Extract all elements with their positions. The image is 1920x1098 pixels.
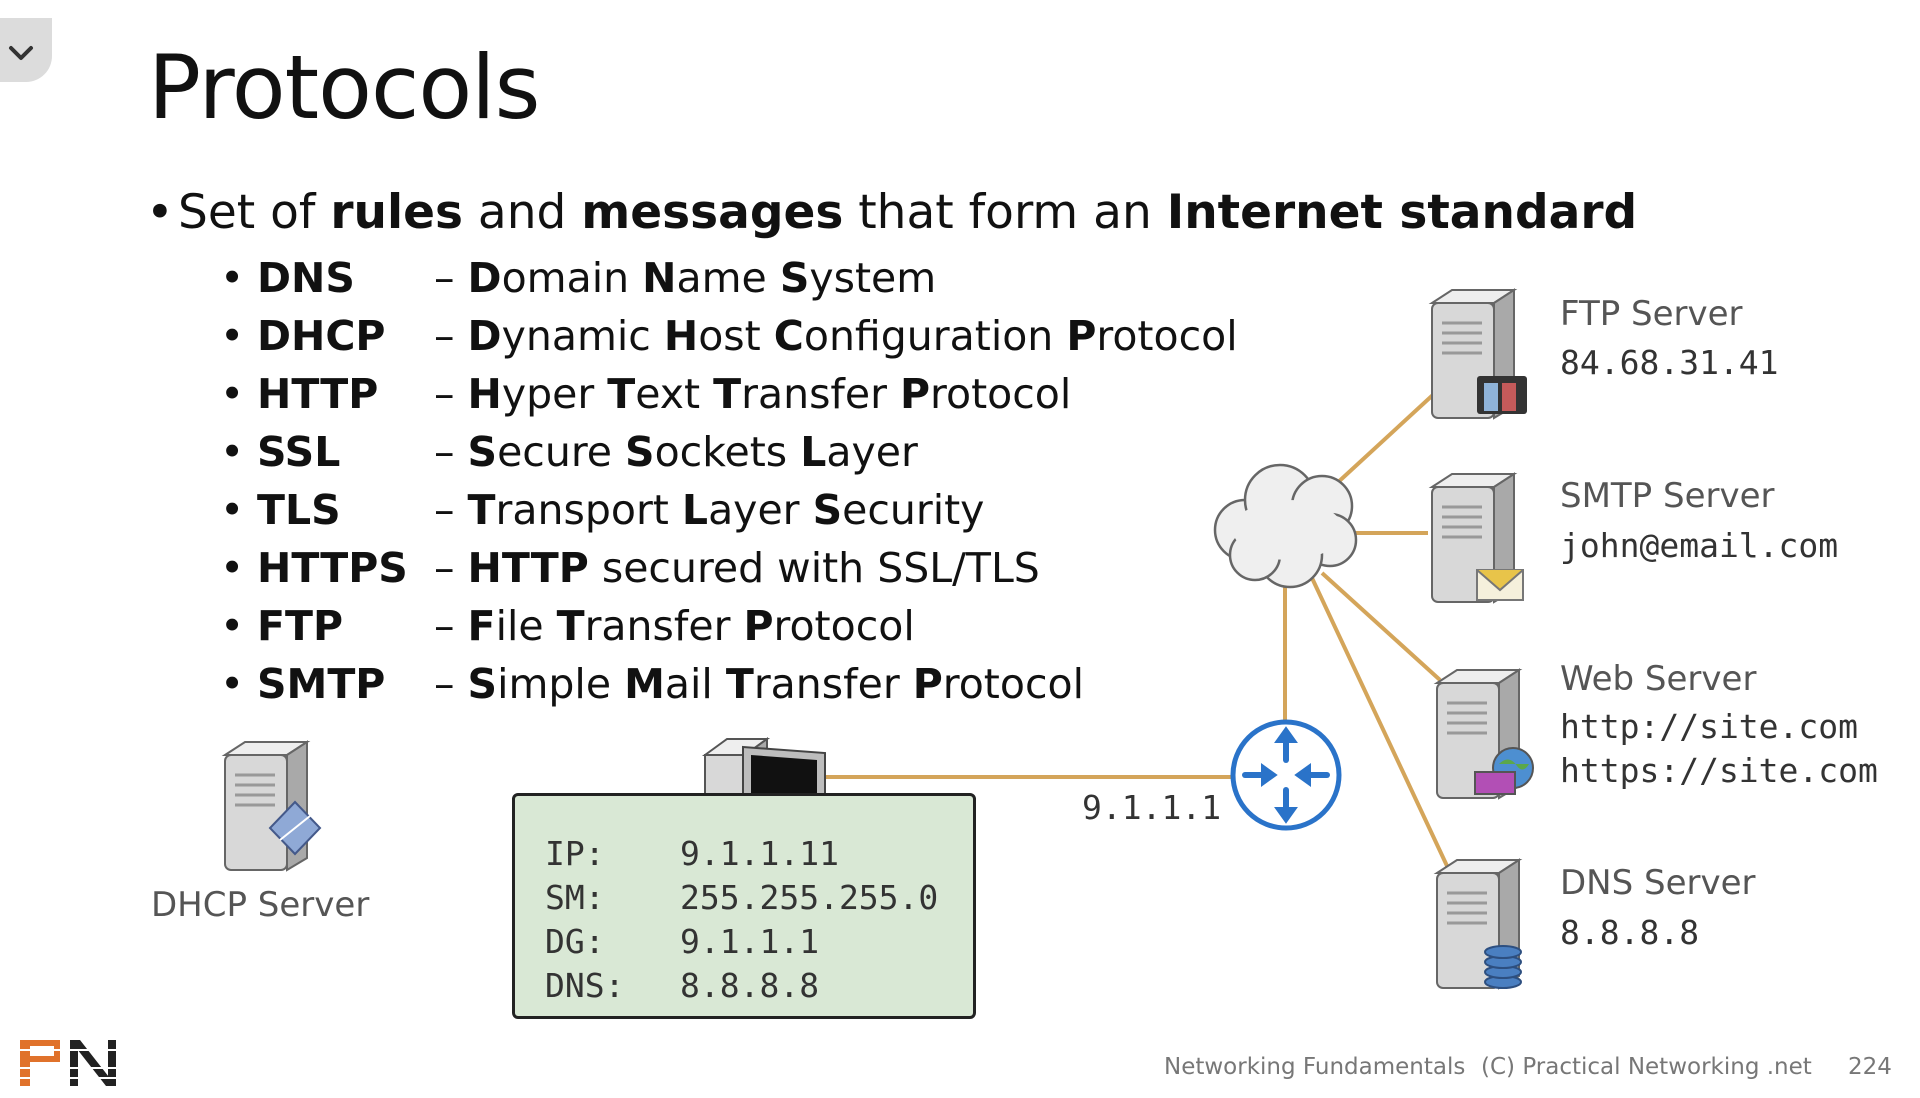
router-icon bbox=[1230, 719, 1342, 831]
bullet: • bbox=[220, 254, 245, 302]
footer-course-name: Networking Fundamentals bbox=[1164, 1054, 1466, 1080]
dhcp-server-icon bbox=[221, 740, 322, 872]
dhcp-server-label: DHCP Server bbox=[151, 885, 370, 925]
bullet: • bbox=[220, 312, 245, 360]
protocol-description: – Domain Name System bbox=[434, 254, 937, 302]
protocol-abbreviation: HTTP bbox=[257, 370, 379, 418]
protocol-abbreviation: FTP bbox=[257, 602, 344, 650]
protocol-abbreviation: HTTPS bbox=[257, 544, 408, 592]
smtp-server-label: SMTP Server bbox=[1560, 476, 1775, 516]
protocol-description: – Secure Sockets Layer bbox=[434, 428, 918, 476]
web-server-icon bbox=[1433, 668, 1534, 800]
dns-server-ip: 8.8.8.8 bbox=[1560, 913, 1700, 952]
protocol-abbreviation: DHCP bbox=[257, 312, 386, 360]
bullet: • bbox=[220, 428, 245, 476]
bullet: • bbox=[220, 544, 245, 592]
web-server-https-url: https://site.com bbox=[1560, 751, 1878, 790]
protocol-description: – File Transfer Protocol bbox=[434, 602, 915, 650]
link-cloud-ftp bbox=[1333, 391, 1437, 487]
bullet: • bbox=[220, 486, 245, 534]
protocol-description: – HTTP secured with SSL/TLS bbox=[434, 544, 1040, 592]
protocol-description: – Transport Layer Security bbox=[434, 486, 985, 534]
link-cloud-web bbox=[1320, 571, 1442, 682]
bullet: • bbox=[220, 602, 245, 650]
protocol-abbreviation: TLS bbox=[257, 486, 341, 534]
ftp-server-icon bbox=[1428, 288, 1527, 420]
host-config-box: IP:9.1.1.11 SM:255.255.255.0 DG:9.1.1.1 … bbox=[512, 793, 976, 1019]
lead-bullet: •Set of rules and messages that form an … bbox=[146, 185, 1638, 240]
protocol-abbreviation: DNS bbox=[257, 254, 355, 302]
practical-networking-logo bbox=[20, 1040, 116, 1086]
ftp-server-ip: 84.68.31.41 bbox=[1560, 343, 1779, 382]
smtp-server-address: john@email.com bbox=[1560, 526, 1839, 565]
dns-server-icon bbox=[1433, 858, 1523, 990]
router-ip-label: 9.1.1.1 bbox=[1082, 788, 1222, 827]
web-server-http-url: http://site.com bbox=[1560, 707, 1859, 746]
slide-title: Protocols bbox=[148, 36, 540, 139]
dns-server-label: DNS Server bbox=[1560, 863, 1756, 903]
protocol-abbreviation: SMTP bbox=[257, 660, 386, 708]
slide-page-number: 224 bbox=[1848, 1054, 1892, 1080]
mail-server-icon bbox=[1428, 472, 1524, 604]
bullet: • bbox=[220, 660, 245, 708]
link-cloud-dns bbox=[1310, 577, 1450, 869]
network-links bbox=[820, 391, 1450, 869]
slide-menu-toggle[interactable] bbox=[0, 18, 52, 82]
chevron-down-icon bbox=[9, 46, 33, 60]
protocol-description: – Hyper Text Transfer Protocol bbox=[434, 370, 1072, 418]
protocol-description: – Dynamic Host Configuration Protocol bbox=[434, 312, 1238, 360]
ftp-server-label: FTP Server bbox=[1560, 294, 1743, 334]
bullet: • bbox=[146, 185, 174, 240]
web-server-label: Web Server bbox=[1560, 659, 1757, 699]
footer-copyright: (C) Practical Networking .net bbox=[1481, 1054, 1812, 1080]
protocol-abbreviation: SSL bbox=[257, 428, 341, 476]
internet-cloud-icon bbox=[1213, 463, 1358, 589]
bullet: • bbox=[220, 370, 245, 418]
protocol-description: – Simple Mail Transfer Protocol bbox=[434, 660, 1084, 708]
